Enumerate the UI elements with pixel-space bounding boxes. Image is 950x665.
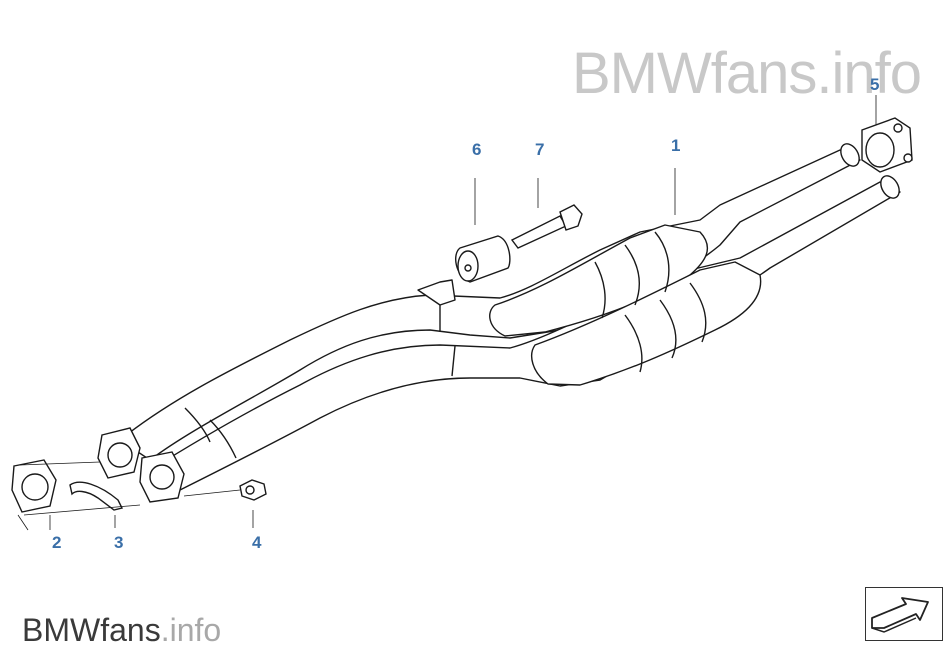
callout-3[interactable]: 3	[114, 533, 124, 552]
callout-4[interactable]: 4	[252, 533, 262, 552]
pipe-lower	[149, 181, 901, 491]
pipe-bracket	[417, 279, 456, 306]
callout-5[interactable]: 5	[870, 75, 880, 94]
watermark-top-part1: BMWfans	[572, 41, 817, 106]
next-page-button[interactable]	[865, 587, 943, 641]
clip-3	[69, 481, 124, 511]
callout-1[interactable]: 1	[671, 136, 681, 155]
callout-7[interactable]: 7	[535, 140, 545, 159]
watermark-bottom-part2: .info	[160, 612, 222, 648]
watermark-top: BMWfans.info	[572, 40, 922, 107]
arrow-next-icon	[871, 597, 929, 633]
watermark-bottom-part1: BMWfans	[22, 612, 161, 648]
watermark-top-part2: .info	[816, 41, 922, 106]
callout-2[interactable]: 2	[52, 533, 62, 552]
catalyst-lower	[531, 261, 762, 386]
bolt-7-head	[559, 204, 583, 231]
callout-6[interactable]: 6	[472, 140, 482, 159]
watermark-bottom: BMWfans.info	[22, 612, 221, 649]
bolt-7	[510, 215, 568, 249]
